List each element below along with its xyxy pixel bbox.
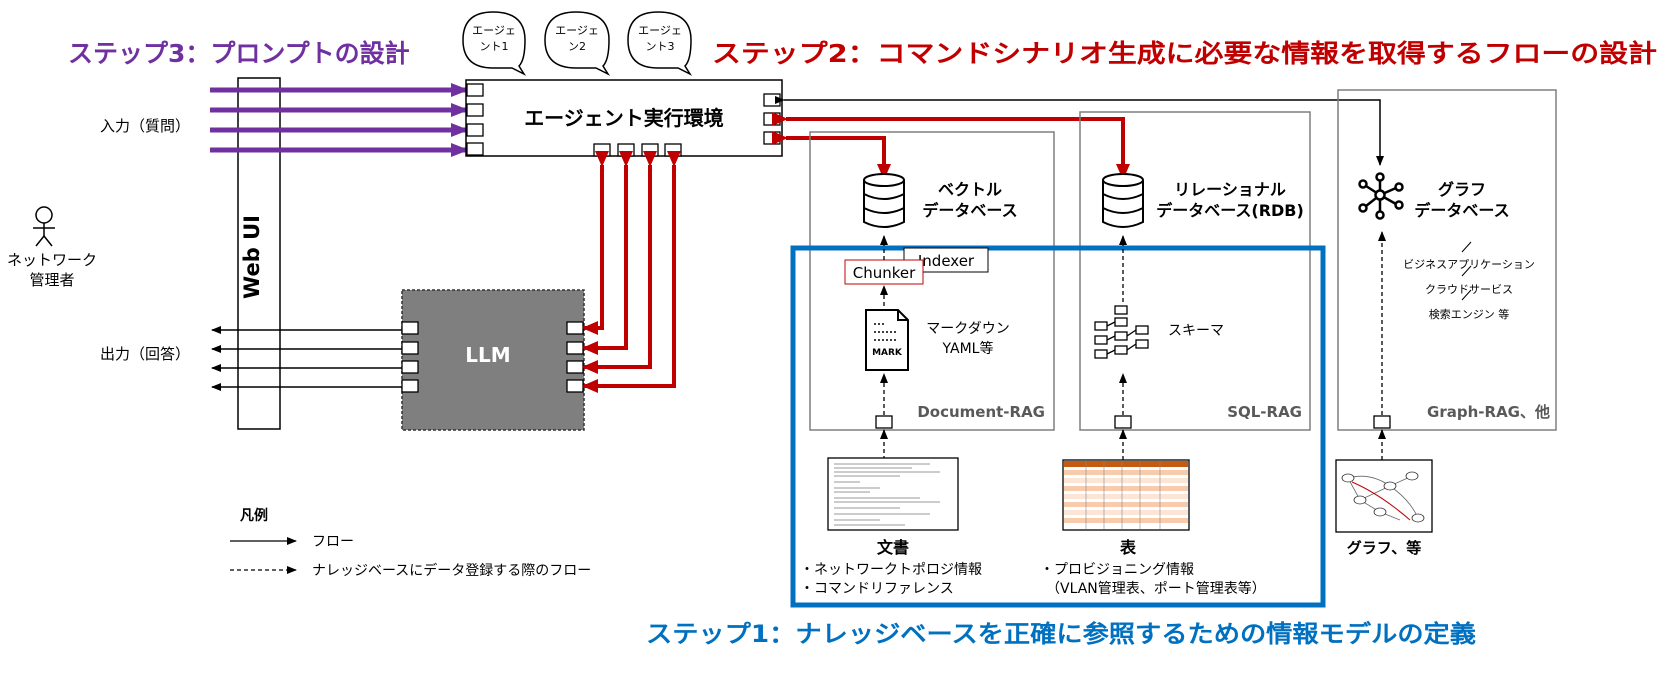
- step3-heading: ステップ3：プロンプトの設計: [68, 39, 410, 68]
- step2-heading: ステップ2：コマンドシナリオ生成に必要な情報を取得するフローの設計: [712, 39, 1657, 68]
- table-item-vlan: （VLAN管理表、ポート管理表等）: [1046, 580, 1266, 597]
- graph-db-label-line1: グラフ: [1438, 180, 1486, 199]
- sql-rag-label: SQL-RAG: [1227, 403, 1302, 421]
- agent-3-label-line2: ント3: [646, 40, 675, 53]
- markdown-doc-icon: MARK: [865, 309, 909, 371]
- llm-agent-flow-arrows: [582, 151, 681, 393]
- output-label: 出力（回答）: [100, 345, 190, 363]
- graph-db-icon: [1358, 172, 1404, 220]
- output-arrows: [211, 326, 402, 391]
- graph-source-cloud: クラウドサービス: [1425, 283, 1513, 296]
- graph-title: グラフ、等: [1347, 539, 1421, 557]
- graph-source-search: 検索エンジン 等: [1429, 307, 1510, 321]
- sql-rag-box: [1079, 111, 1311, 431]
- vector-db-icon: [863, 173, 905, 228]
- input-arrows: [210, 83, 469, 157]
- legend-kb-flow-label: ナレッジベースにデータ登録する際のフロー: [312, 562, 591, 579]
- document-title: 文書: [877, 538, 909, 557]
- mark-icon-label: MARK: [872, 348, 903, 358]
- legend-title: 凡例: [240, 507, 268, 524]
- network-admin-label-line1: ネットワーク: [7, 251, 97, 269]
- webui-panel: [237, 77, 281, 430]
- agent-bubble-3: エージェ ント3: [627, 11, 693, 76]
- schema-label: スキーマ: [1168, 323, 1224, 339]
- agent-1-label-line1: エージェ: [472, 24, 516, 37]
- webui-label: Web UI: [240, 215, 264, 299]
- agent-to-graph-arrow: [775, 96, 1384, 166]
- schema-icon: [1094, 305, 1149, 359]
- markdown-label-line1: マークダウン: [926, 321, 1009, 337]
- graph-rag-box: [1337, 89, 1557, 431]
- input-label: 入力（質問）: [100, 117, 190, 135]
- agent-2-label-line1: エージェ: [555, 24, 599, 37]
- llm-box: [401, 289, 585, 431]
- table-title: 表: [1119, 538, 1137, 557]
- agent-env-box: [465, 79, 783, 157]
- markdown-label-line2: YAML等: [942, 340, 994, 357]
- rdb-label-line1: リレーショナル: [1174, 180, 1286, 199]
- agent-bubble-2: エージェ ン2: [544, 11, 611, 76]
- graph-source-slashes: [1461, 241, 1472, 301]
- rdb-icon: [1102, 173, 1144, 228]
- graph-thumbnail: [1335, 459, 1433, 533]
- rdb-label-line2: データベース(RDB): [1156, 201, 1304, 220]
- step1-heading: ステップ1：ナレッジベースを正確に参照するための情報モデルの定義: [646, 620, 1476, 648]
- agent-3-label-line1: エージェ: [638, 24, 682, 37]
- graph-source-business-apps: ビジネスアプリケーション: [1403, 258, 1535, 271]
- llm-label: LLM: [465, 343, 510, 367]
- document-item-command-ref: ・コマンドリファレンス: [800, 581, 954, 597]
- table-thumbnail: [1062, 459, 1190, 531]
- agent-2-label-line2: ン2: [568, 40, 586, 53]
- agent-to-kb-arrows: [772, 112, 1130, 180]
- graph-rag-label: Graph-RAG、他: [1427, 403, 1550, 421]
- chunker-label: Chunker: [853, 264, 916, 282]
- agent-bubble-1: エージェ ント1: [462, 11, 527, 76]
- network-admin-icon: [33, 206, 55, 247]
- vector-db-label-line1: ベクトル: [938, 180, 1002, 199]
- table-item-provisioning: ・プロビジョニング情報: [1040, 562, 1194, 578]
- indexer-label: Indexer: [918, 252, 975, 270]
- step1-frame: [790, 245, 1326, 608]
- document-thumbnail: [827, 457, 959, 531]
- document-item-topology: ・ネットワークトポロジ情報: [800, 562, 982, 578]
- agent-1-label-line2: ント1: [480, 40, 509, 53]
- agent-env-label: エージェント実行環境: [524, 106, 724, 130]
- document-rag-label: Document-RAG: [917, 403, 1045, 421]
- document-rag-box: [809, 131, 1055, 431]
- kb-registration-flows: [880, 231, 1386, 460]
- graph-db-label-line2: データベース: [1414, 201, 1509, 220]
- legend-flow-label: フロー: [312, 534, 354, 550]
- vector-db-label-line2: データベース: [922, 201, 1017, 220]
- network-admin-label-line2: 管理者: [29, 271, 74, 289]
- llm-ports: [401, 321, 584, 393]
- kb-flow-ports: [875, 415, 1391, 429]
